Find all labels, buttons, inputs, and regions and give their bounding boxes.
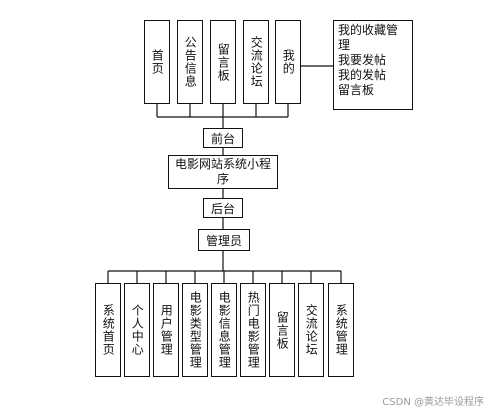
node-mine: 我的 — [275, 20, 301, 104]
node-hot-movie-management: 热门电影管理 — [240, 283, 266, 377]
node-announcements-label: 公告信息 — [183, 36, 198, 88]
node-mine-subitems: 我的收藏管理 我要发帖 我的发帖 留言板 — [333, 20, 413, 110]
node-message-board-label: 留言板 — [216, 42, 231, 82]
node-home-label: 首页 — [150, 49, 165, 75]
node-bottom-message-board-label: 留言板 — [275, 310, 290, 350]
node-system-home-label: 系统首页 — [101, 304, 116, 356]
node-personal-center-label: 个人中心 — [130, 304, 145, 356]
subitem-favorites: 我的收藏管理 — [338, 23, 399, 52]
node-frontend-label: 前台 — [210, 131, 235, 146]
node-bottom-forum: 交流论坛 — [298, 283, 324, 377]
node-system-management: 系统管理 — [328, 283, 354, 377]
node-forum-label: 交流论坛 — [249, 36, 264, 88]
node-personal-center: 个人中心 — [124, 283, 150, 377]
node-message-board: 留言板 — [210, 20, 236, 104]
node-movie-type-management-label: 电影类型管理 — [188, 291, 203, 369]
node-bottom-forum-label: 交流论坛 — [304, 304, 319, 356]
node-movie-type-management: 电影类型管理 — [182, 283, 208, 377]
node-system: 电影网站系统小程序 — [168, 155, 278, 189]
subitem-message-board: 留言板 — [338, 83, 375, 97]
node-system-label: 电影网站系统小程序 — [174, 157, 271, 186]
node-forum: 交流论坛 — [243, 20, 269, 104]
node-backend: 后台 — [203, 198, 243, 218]
node-admin-label: 管理员 — [205, 233, 242, 248]
subitem-new-post: 我要发帖 — [338, 53, 387, 67]
node-home: 首页 — [144, 20, 170, 104]
node-frontend: 前台 — [203, 128, 243, 148]
node-user-management: 用户管理 — [153, 283, 179, 377]
subitem-my-posts: 我的发帖 — [338, 68, 387, 82]
node-bottom-message-board: 留言板 — [269, 283, 295, 377]
node-announcements: 公告信息 — [177, 20, 203, 104]
watermark-text: CSDN @黄达毕设程序 — [382, 397, 484, 408]
node-system-management-label: 系统管理 — [334, 304, 349, 356]
node-backend-label: 后台 — [210, 201, 235, 216]
node-system-home: 系统首页 — [95, 283, 121, 377]
node-movie-info-management: 电影信息管理 — [211, 283, 237, 377]
node-admin: 管理员 — [198, 229, 250, 251]
node-movie-info-management-label: 电影信息管理 — [217, 291, 232, 369]
node-user-management-label: 用户管理 — [159, 304, 174, 356]
node-hot-movie-management-label: 热门电影管理 — [246, 291, 261, 369]
node-mine-label: 我的 — [281, 49, 296, 75]
